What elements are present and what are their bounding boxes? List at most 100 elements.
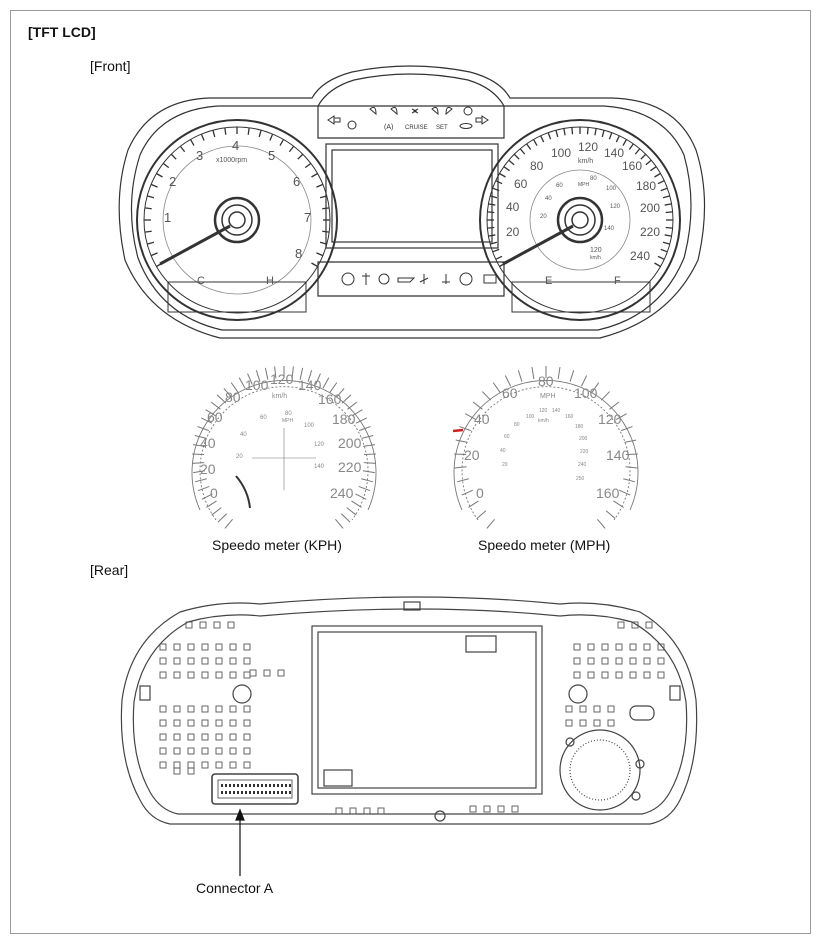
mph-tick <box>613 500 624 508</box>
inner-mph-20: 20 <box>540 214 547 220</box>
speedo-tick <box>490 241 498 245</box>
vent-hole <box>565 705 573 713</box>
connector-pin <box>225 791 227 794</box>
tach-label-1: 1 <box>164 210 171 225</box>
vent-hole <box>201 747 209 755</box>
kph-tick <box>351 500 362 508</box>
tach-tick <box>319 195 327 199</box>
mph-meter-caption: Speedo meter (MPH) <box>478 537 611 553</box>
mph-inner-40: 40 <box>500 448 506 454</box>
spd-unit: km/h <box>578 158 593 165</box>
mph-inner-unit: km/h <box>538 418 549 424</box>
connector-pin <box>289 784 291 787</box>
cruise-indicator: CRUISE <box>405 125 428 131</box>
vent-hole <box>159 733 167 741</box>
tach-tick <box>150 183 158 188</box>
vent-hole <box>469 805 477 813</box>
kph-label-220: 220 <box>338 459 362 475</box>
inner-bottom-kmh: km/h <box>590 255 601 261</box>
vent-hole <box>187 643 195 651</box>
kph-tick <box>361 478 373 483</box>
vent-hole <box>201 643 209 651</box>
spd-label-220: 220 <box>640 225 660 239</box>
connector-pin <box>285 784 287 787</box>
speedo-tick <box>487 226 495 229</box>
speedo-tick <box>645 159 652 166</box>
vent-hole <box>173 767 181 775</box>
kph-tick <box>255 370 261 382</box>
kph-tick <box>201 493 213 500</box>
connector-pin <box>277 791 279 794</box>
speedo-tick <box>488 203 496 206</box>
vent-hole <box>201 719 209 727</box>
battery-icon <box>483 274 497 284</box>
tach-tick <box>147 195 155 199</box>
vent-hole <box>643 643 651 651</box>
vent-hole <box>629 671 637 679</box>
kph-tick <box>361 434 374 439</box>
kph-tick <box>291 366 294 379</box>
kph-tick <box>299 367 304 380</box>
vent-hole <box>201 657 209 665</box>
speedo-tick <box>657 180 665 185</box>
mph-tick <box>459 426 471 432</box>
mph-label-0: 0 <box>476 485 484 501</box>
speedo-tick <box>499 172 506 178</box>
vent-hole <box>159 643 167 651</box>
vent-hole <box>187 733 195 741</box>
speaker-outer <box>559 729 641 811</box>
kph-inner-80: 80 <box>285 411 292 417</box>
inner-mph-100: 100 <box>606 186 617 192</box>
left-turn-signal-icon <box>327 115 341 125</box>
speedo-tick <box>662 195 670 199</box>
kph-tick <box>341 394 352 404</box>
connector-pin <box>269 784 271 787</box>
connector-pin <box>261 784 263 787</box>
kph-label-240: 240 <box>330 485 354 501</box>
tach-label-2: 2 <box>169 174 176 189</box>
mph-inner-20: 20 <box>502 462 508 468</box>
kph-tick <box>205 409 217 417</box>
vent-hole <box>601 643 609 651</box>
connector-pin <box>257 791 259 794</box>
mph-tick <box>625 466 638 469</box>
connector-pin <box>265 784 267 787</box>
kph-tick <box>359 426 371 432</box>
vent-hole <box>159 761 167 769</box>
tach-tick <box>144 207 152 210</box>
mph-tick <box>600 391 610 401</box>
spd-label-160: 160 <box>622 159 642 173</box>
speedo-tick <box>519 148 526 155</box>
tach-tick <box>311 262 318 268</box>
tach-tick <box>212 130 216 138</box>
right-turn-signal-icon <box>475 115 489 125</box>
mph-tick <box>454 453 467 456</box>
kph-label-140: 140 <box>298 377 322 393</box>
tach-tick <box>179 145 186 153</box>
vent-hole <box>601 671 609 679</box>
kph-tick <box>197 426 209 432</box>
speedo-tick <box>654 172 661 178</box>
kph-inner-20: 20 <box>236 454 243 460</box>
tach-tick <box>316 252 324 257</box>
set-indicator: SET <box>436 125 448 131</box>
vent-hole <box>565 719 573 727</box>
mph-tick <box>623 478 635 483</box>
vent-hole <box>215 705 223 713</box>
tach-tick <box>170 153 177 160</box>
tach-tick <box>247 127 250 135</box>
mph-tick <box>609 401 620 410</box>
spd-label-40: 40 <box>506 200 520 214</box>
kph-tick <box>322 377 330 389</box>
tach-tick <box>279 139 285 146</box>
speedo-tick <box>532 139 538 146</box>
vent-hole <box>229 733 237 741</box>
vent-hole <box>497 805 505 813</box>
vent-hole <box>159 747 167 755</box>
connector-pin <box>257 784 259 787</box>
kph-tick <box>363 462 376 464</box>
speedo-tick <box>487 211 495 214</box>
connector-pin <box>253 784 255 787</box>
mph-label-80: 80 <box>538 373 554 389</box>
